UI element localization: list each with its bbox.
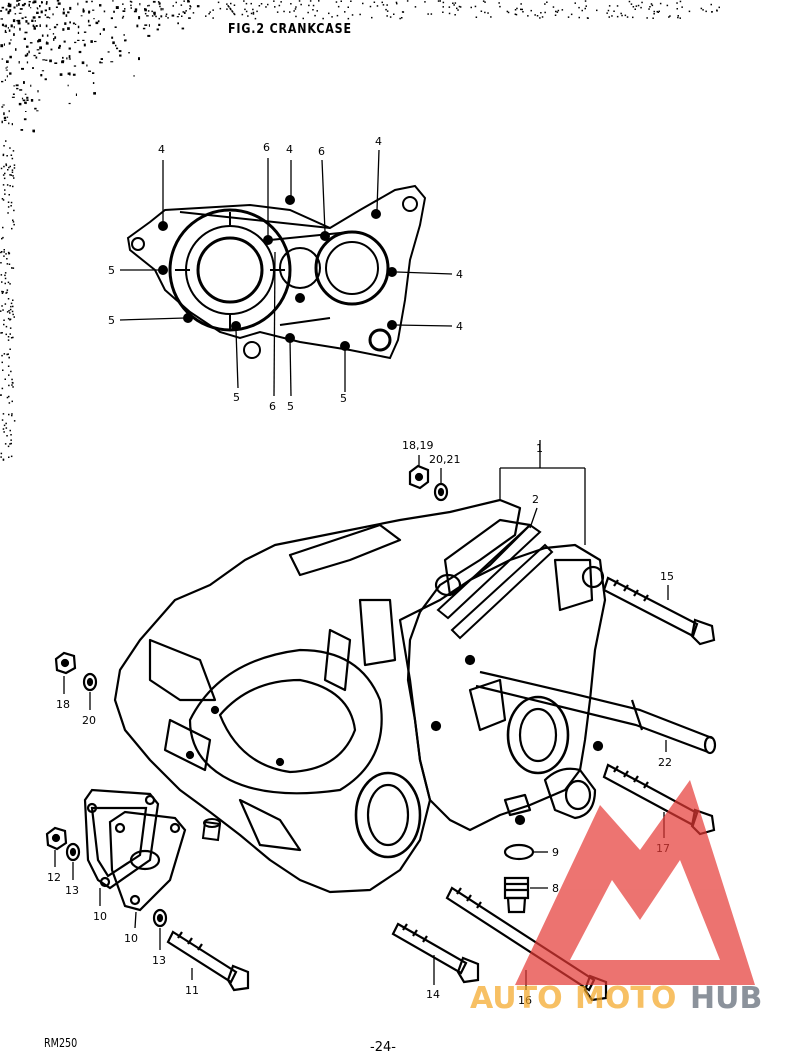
nut-18-19: [408, 464, 430, 490]
callout-small-6c: 6: [269, 400, 276, 413]
callout-small-6b: 6: [318, 145, 325, 158]
nut-12: [45, 826, 68, 851]
callout-small-5e: 5: [340, 392, 347, 405]
callout-12: 12: [47, 871, 61, 884]
crankcase-assembly: [113, 498, 607, 894]
callout-8: 8: [552, 882, 559, 895]
callout-1: 1: [536, 442, 543, 455]
washer-13-a: [65, 842, 81, 862]
watermark-auto: AUTO: [470, 981, 563, 1016]
callout-2: 2: [532, 493, 539, 506]
figure-title: FIG.2 CRANKCASE: [228, 22, 352, 37]
callout-10a: 10: [93, 910, 107, 923]
washer-20-21: [433, 482, 449, 502]
breather-hose-22: [475, 670, 717, 755]
model-code: RM250: [44, 1036, 78, 1050]
callout-20: 20: [82, 714, 96, 727]
callout-14: 14: [426, 988, 440, 1001]
callout-small-5d: 5: [287, 400, 294, 413]
callout-9: 9: [552, 846, 559, 859]
callout-13b: 13: [152, 954, 166, 967]
small-view-leaders: [119, 149, 453, 397]
gasket-2: [436, 523, 554, 640]
callout-20-21: 20,21: [429, 453, 461, 466]
watermark-moto: MOTO: [575, 981, 676, 1016]
bolt-11: [166, 930, 250, 992]
callout-small-4c: 4: [375, 135, 382, 148]
callout-18: 18: [56, 698, 70, 711]
callout-22: 22: [658, 756, 672, 769]
page-number: -24-: [370, 1040, 396, 1055]
callout-small-5b: 5: [108, 314, 115, 327]
callout-15: 15: [660, 570, 674, 583]
callout-11: 11: [185, 984, 199, 997]
bolt-15: [602, 576, 716, 646]
callout-16: 16: [518, 994, 532, 1007]
callout-small-6a: 6: [263, 141, 270, 154]
callout-small-4e: 4: [456, 320, 463, 333]
callout-small-5a: 5: [108, 264, 115, 277]
dowel-pin: [201, 818, 222, 842]
callout-13a: 13: [65, 884, 79, 897]
callout-18-19: 18,19: [402, 439, 434, 452]
washer-13-b: [152, 908, 168, 928]
scan-noise: [0, 0, 720, 461]
callout-small-5c: 5: [233, 391, 240, 404]
nut-18: [54, 651, 77, 675]
plate-10-a: [83, 788, 160, 890]
callout-small-4a: 4: [158, 143, 165, 156]
drain-plug-8: [503, 876, 530, 914]
washer-20: [82, 672, 98, 692]
plate-10-b: [108, 810, 187, 912]
watermark-logo: AUTO MOTO HUB: [470, 780, 762, 1016]
watermark-hub: HUB: [690, 981, 762, 1016]
bolt-14: [391, 922, 480, 984]
o-ring-9: [503, 843, 535, 861]
callout-small-4b: 4: [286, 143, 293, 156]
callout-small-4d: 4: [456, 268, 463, 281]
crankcase-half-view: [126, 184, 427, 360]
callout-10b: 10: [124, 932, 138, 945]
